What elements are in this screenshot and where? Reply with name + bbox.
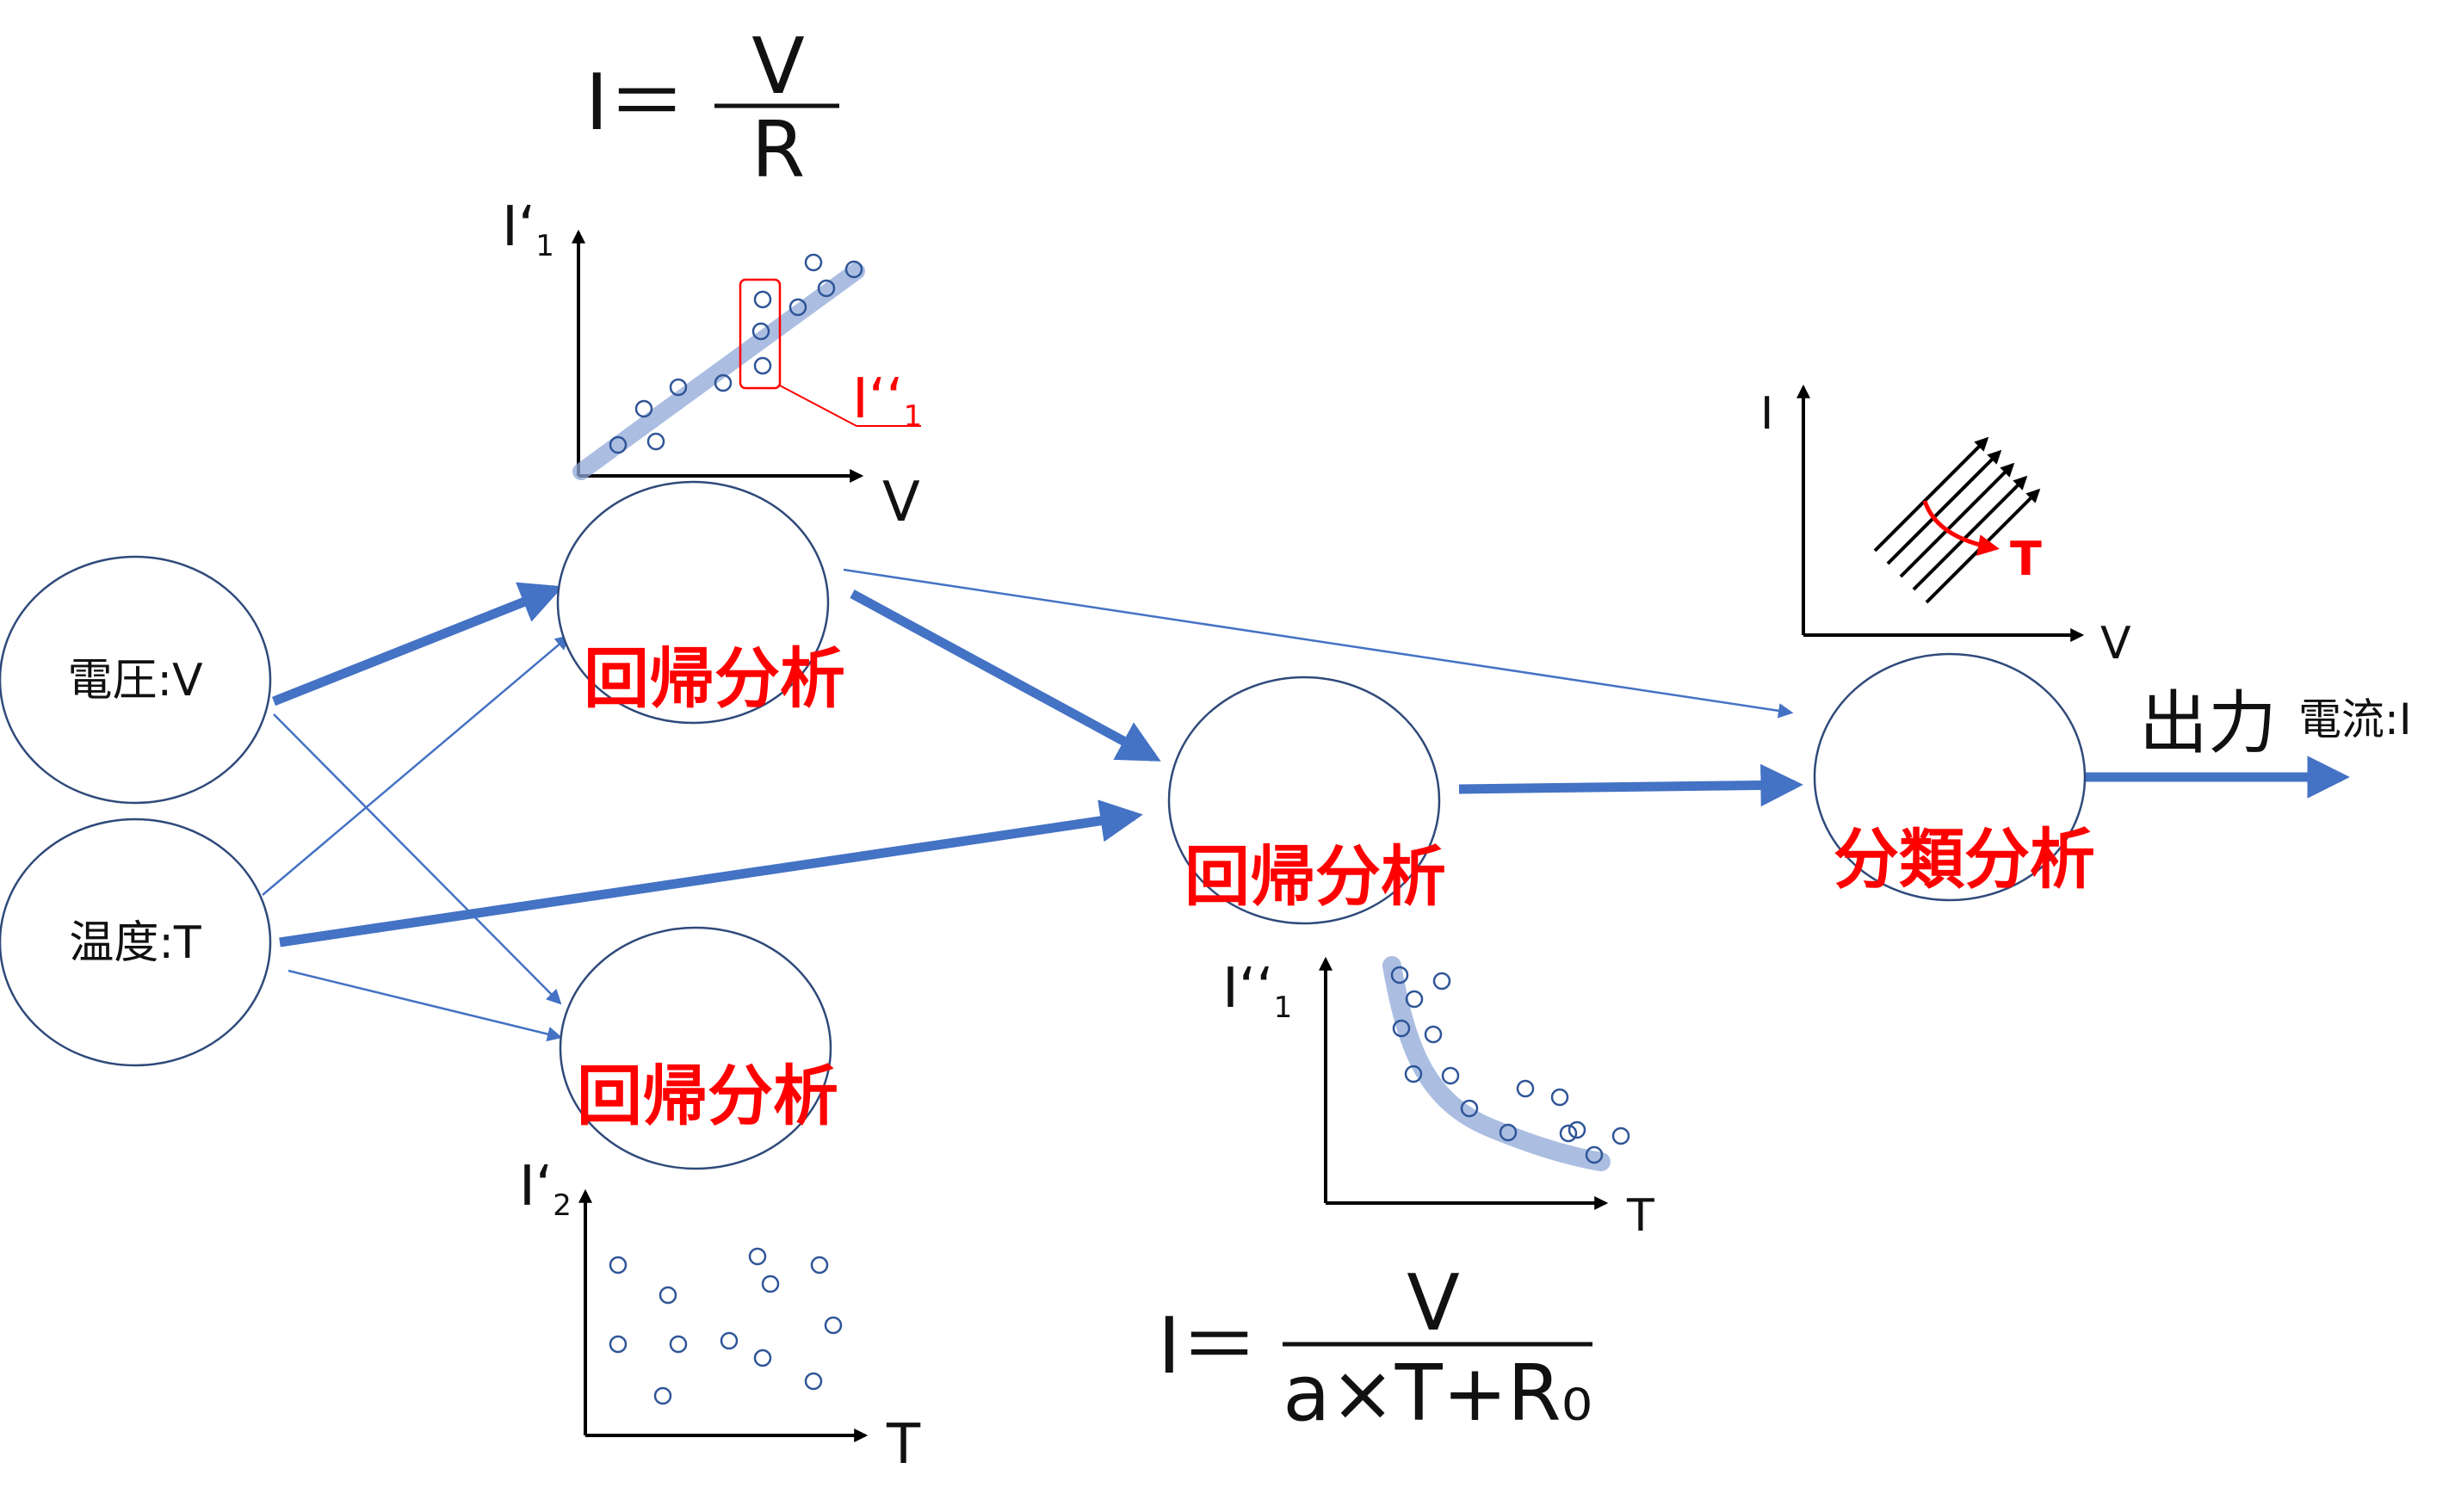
formula-temperature-numerator: V	[1407, 1258, 1460, 1348]
plot-it-curve-point	[1550, 1088, 1569, 1107]
plot-it-scatter-point	[748, 1247, 767, 1266]
plot-it-curve-point	[1516, 1079, 1535, 1098]
plot-iv-y-label: I‘1	[502, 195, 554, 263]
plot-iv-point	[646, 432, 665, 451]
plot-iv-trend-band	[572, 262, 865, 480]
plot-family-line	[1912, 475, 2028, 591]
plot-it-curve-point	[1460, 1099, 1479, 1118]
plot-it-curve-point	[1390, 966, 1409, 984]
node-voltage: 電圧:V	[0, 555, 272, 805]
plot-it-scatter-point	[810, 1256, 829, 1274]
arrow-temperature-to-regression-mid	[279, 799, 1143, 947]
plot-it-scatter-point	[669, 1335, 688, 1354]
plot-current-vs-voltage: I‘1 V I‘‘1	[502, 195, 922, 534]
plot-it-curve-trend-band	[1382, 956, 1611, 1171]
node-classification: 分類分析	[1813, 652, 2095, 902]
plot-it-scatter-point	[653, 1386, 672, 1405]
plot-family-line	[1899, 462, 2015, 578]
plot-iv-highlight-box	[739, 278, 782, 390]
plot-it-scatter-point	[753, 1348, 772, 1367]
arrow-regression-top-to-classification	[843, 568, 1794, 719]
plot-family-line	[1873, 436, 1989, 552]
plot-iv-annotation: I‘‘1	[852, 367, 922, 434]
plot-iv-x-label: V	[882, 471, 920, 534]
formula-ohm-denominator: R	[751, 105, 806, 195]
arrow-regression-mid-to-classification	[1458, 763, 1803, 807]
arrow-temperature-to-regression-top	[262, 634, 571, 896]
node-temperature: 温度:T	[0, 818, 272, 1067]
plot-current-vs-temperature-curve: I‘‘1 T	[1222, 956, 1654, 1242]
node-regression-mid: 回帰分析	[1167, 676, 1446, 925]
formula-ohm: I＝ V R	[585, 22, 839, 195]
plot-it-curve-point	[1405, 990, 1424, 1009]
arrow-temperature-to-regression-bottom	[288, 969, 563, 1042]
node-regression-top: 回帰分析	[556, 480, 845, 725]
plot-it-curve-point	[1568, 1120, 1586, 1139]
plot-iv-point	[751, 322, 770, 341]
plot-it-curve-point	[1441, 1066, 1460, 1085]
plot-iv-point	[609, 435, 628, 454]
plot-it-curve-point	[1392, 1019, 1411, 1038]
plot-it-scatter-point	[609, 1256, 628, 1274]
plot-it-curve-point	[1559, 1124, 1578, 1143]
method-label-regression-bottom: 回帰分析	[577, 1058, 838, 1134]
plot-it-curve-point	[1424, 1025, 1443, 1044]
plot-it-curve-x-label: T	[1626, 1190, 1654, 1242]
plot-iv-point	[669, 378, 688, 397]
method-label-regression-top: 回帰分析	[584, 640, 845, 717]
plot-family-param-label: T	[2010, 532, 2042, 586]
formula-temperature: I＝ V a×T+R₀	[1158, 1258, 1592, 1439]
connections	[262, 568, 2350, 1042]
plot-it-curve-point	[1432, 972, 1451, 991]
plot-iv-point	[753, 356, 772, 375]
method-label-classification: 分類分析	[1834, 821, 2095, 898]
plot-iv-point	[844, 260, 863, 279]
plot-it-scatter-point	[761, 1274, 780, 1293]
formula-temperature-denominator: a×T+R₀	[1283, 1348, 1592, 1439]
formula-ohm-lhs: I＝	[585, 58, 686, 148]
plot-iv-point	[788, 298, 807, 317]
plot-it-scatter-y-label: I‘2	[519, 1155, 572, 1223]
plot-family-y-label: I	[1760, 388, 1773, 440]
plot-it-curve-point	[1585, 1145, 1604, 1164]
plot-it-scatter-point	[659, 1286, 677, 1305]
formula-ohm-numerator: V	[751, 22, 805, 112]
plot-it-curve-point	[1611, 1126, 1630, 1145]
plot-it-scatter-point	[609, 1335, 628, 1354]
plot-iv-point	[634, 399, 653, 418]
node-temperature-label: 温度:T	[69, 917, 201, 969]
plot-current-vs-voltage-family: I V T	[1760, 384, 2131, 670]
method-label-regression-mid: 回帰分析	[1184, 838, 1446, 915]
plot-it-scatter-x-label: T	[886, 1413, 921, 1477]
node-regression-bottom: 回帰分析	[559, 926, 838, 1170]
plot-current-vs-temperature-scatter: I‘2 T	[519, 1155, 921, 1477]
plot-iv-point	[753, 290, 772, 309]
plot-iv-point	[804, 253, 823, 272]
plot-iv-point	[714, 373, 733, 392]
arrow-regression-top-to-regression-mid	[850, 589, 1161, 762]
output-current-label: 電流:I	[2298, 694, 2412, 744]
node-voltage-label: 電圧:V	[67, 655, 203, 707]
plot-it-curve-point	[1499, 1123, 1518, 1142]
plot-it-scatter-point	[804, 1372, 823, 1391]
plot-family-line	[1886, 449, 2002, 565]
plot-it-curve-y-label: I‘‘1	[1222, 957, 1292, 1025]
formula-temperature-lhs: I＝	[1158, 1301, 1258, 1392]
arrow-voltage-to-regression-bottom	[273, 713, 562, 1005]
plot-it-curve-point	[1404, 1065, 1423, 1083]
output-label: 出力	[2139, 683, 2277, 763]
plot-iv-point	[817, 279, 836, 298]
plot-it-scatter-point	[720, 1331, 739, 1350]
arrow-voltage-to-regression-top	[271, 582, 564, 707]
plot-it-scatter-point	[824, 1316, 843, 1335]
plot-iv-callout-line	[779, 385, 857, 427]
plot-family-temperature-arrow	[1922, 500, 2000, 556]
plot-family-x-label: V	[2100, 618, 2131, 670]
